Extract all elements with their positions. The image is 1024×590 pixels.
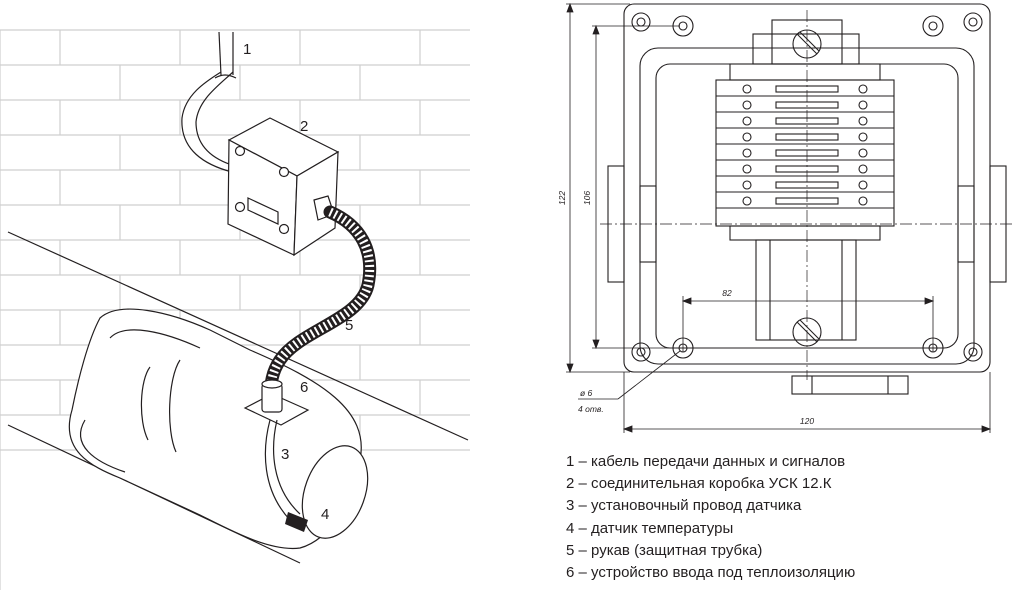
callout-4: 4 — [321, 506, 329, 523]
dim-overall-height: 122 — [557, 191, 567, 205]
callout-labels: 1 2 5 6 3 4 — [243, 41, 353, 523]
dim-hole-diameter: ø 6 — [580, 388, 593, 398]
data-cable — [181, 31, 237, 173]
legend-item: 1 – кабель передачи данных и сигналов — [566, 453, 846, 470]
callout-1: 1 — [243, 41, 251, 58]
dimension-lines — [566, 2, 992, 433]
legend-item: 2 – соединительная коробка УСК 12.К — [566, 475, 832, 493]
dimension-labels: 122 106 82 120 ø 6 4 отв. — [557, 191, 814, 426]
dim-inner-height: 106 — [582, 191, 592, 205]
legend-item: 4 – датчик температуры — [566, 519, 734, 537]
callout-5: 5 — [345, 317, 353, 334]
sensor-wire — [264, 419, 301, 521]
callout-3: 3 — [281, 446, 289, 463]
legend-item: 6 – устройство ввода под теплоизоляцию — [566, 564, 856, 582]
callout-6: 6 — [300, 379, 308, 396]
dim-hole-count: 4 отв. — [578, 404, 604, 414]
legend-item: 5 – рукав (защитная трубка) — [566, 541, 763, 559]
protective-sleeve-ribs — [266, 207, 375, 394]
pipe — [7, 231, 469, 564]
dim-overall-width: 120 — [800, 416, 814, 426]
junction-box-drawing — [600, 3, 1015, 395]
dim-hole-spacing: 82 — [722, 288, 732, 298]
insulation-entry-device — [243, 379, 310, 426]
junction-box — [227, 117, 340, 257]
callout-2: 2 — [300, 118, 308, 135]
temperature-sensor — [285, 512, 308, 532]
legend: 1 – кабель передачи данных и сигналов 2 … — [566, 451, 855, 584]
legend-item: 3 – установочный провод датчика — [566, 497, 802, 515]
